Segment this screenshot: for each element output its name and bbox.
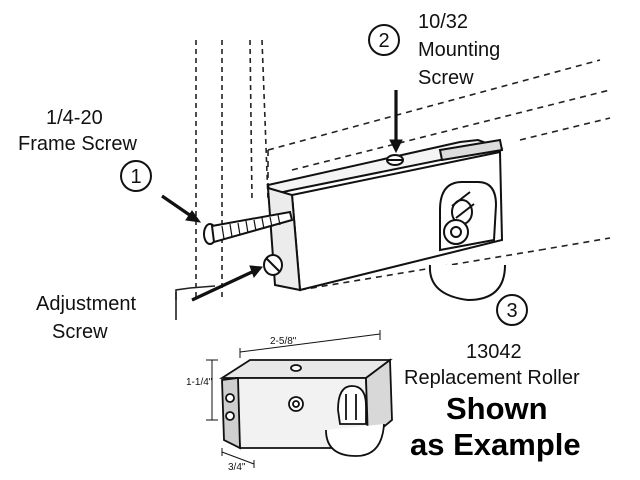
dimension-length: 2-5/8" (270, 336, 297, 347)
adjustment-screw-head (263, 254, 283, 276)
roller-part-name: Replacement Roller (404, 367, 580, 389)
example-note-line1: Shown (446, 391, 548, 426)
example-note-line2: as Example (410, 427, 581, 462)
door-rail-outline (267, 59, 611, 291)
dimension-lines (206, 330, 381, 468)
adjustment-screw-type-label: Screw (52, 321, 108, 343)
mounting-screw-name-label: Mounting (418, 39, 501, 61)
leader-arrows (161, 90, 403, 302)
roller-part-number: 13042 (466, 341, 522, 363)
callout-circle-1: 1 (120, 160, 152, 192)
mounting-screw-size-label: 10/32 (418, 11, 469, 33)
dimension-height: 1-1/4" (186, 377, 213, 388)
adjustment-screw-label: Adjustment (36, 293, 137, 315)
callout-number-1: 1 (130, 166, 141, 188)
frame-screw-size-label: 1/4-20 (46, 107, 103, 129)
track-lines (175, 285, 216, 320)
callout-circle-3: 3 (496, 294, 528, 326)
callout-circle-2: 2 (368, 24, 400, 56)
dimension-width: 3/4" (228, 462, 246, 473)
example-roller (218, 358, 393, 457)
mounting-screw-type-label: Screw (418, 67, 474, 89)
roller-housing (266, 138, 506, 302)
frame-screw (203, 210, 294, 245)
callout-number-3: 3 (506, 300, 517, 322)
callout-number-2: 2 (378, 30, 389, 52)
door-frame-lines (195, 39, 269, 300)
frame-screw-name-label: Frame Screw (18, 133, 137, 155)
